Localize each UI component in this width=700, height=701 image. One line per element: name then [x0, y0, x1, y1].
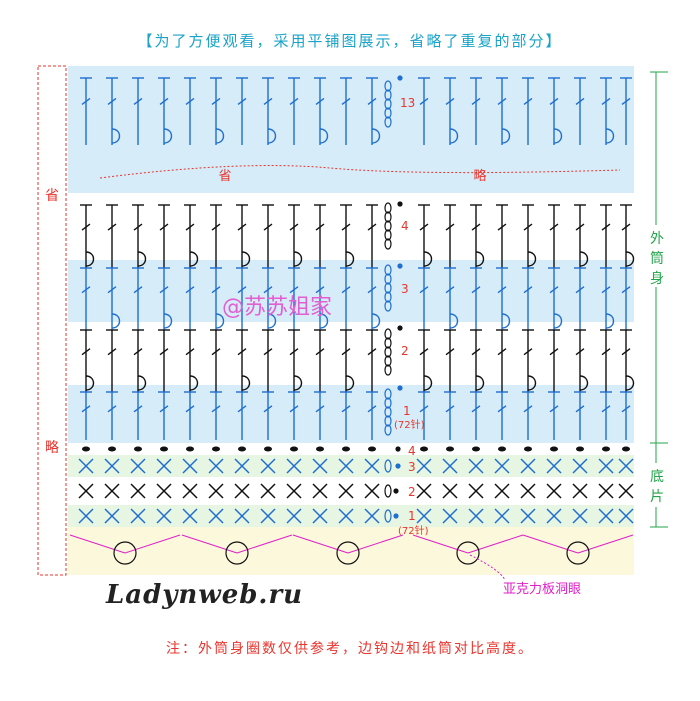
footer-note: 注：外筒身圈数仅供参考，边钩边和纸筒对比高度。	[166, 641, 534, 657]
base-label-1: 底	[650, 469, 664, 485]
row-label-1: 1	[403, 404, 411, 418]
omitted-label-left: 省	[218, 169, 231, 184]
row-1-count: (72针)	[394, 418, 425, 431]
row-label-2: 2	[401, 344, 409, 358]
outer-label-3: 身	[650, 271, 664, 287]
acrylic-band	[68, 527, 634, 575]
base-row-label-2: 2	[408, 485, 416, 499]
stitch-symbols	[69, 75, 635, 565]
base-row-label-1: 1	[408, 509, 416, 523]
row-label-13: 13	[400, 96, 415, 110]
omitted-curve	[99, 165, 621, 179]
site-watermark: Ladynweb.ru	[106, 580, 304, 610]
base-band-1	[68, 505, 634, 527]
row-band-13	[68, 66, 634, 193]
row-band-1	[68, 385, 634, 443]
header-note: 【为了方便观看，采用平铺图展示，省略了重复的部分】	[137, 32, 563, 50]
row-label-4: 4	[401, 219, 409, 233]
row-label-3: 3	[401, 282, 409, 296]
base-row-label-4: 4	[408, 444, 416, 458]
row-band-3	[68, 260, 634, 322]
row-band-4	[68, 196, 634, 264]
annotation-leader	[469, 554, 506, 581]
outer-label-2: 筒	[650, 250, 664, 267]
acrylic-annotation: 亚克力板洞眼	[503, 582, 581, 597]
base-band-3	[68, 455, 634, 477]
omitted-label-right: 略	[473, 168, 486, 184]
bracket-bottom-char: 略	[45, 440, 59, 456]
base-label-2: 片	[650, 489, 664, 505]
brand-watermark: @苏苏姐家	[222, 295, 333, 320]
base-row-1-count: (72针)	[398, 524, 429, 537]
base-row-label-3: 3	[408, 460, 416, 474]
omitted-bracket	[37, 65, 67, 576]
bracket-top-char: 省	[45, 188, 59, 204]
outer-label-1: 外	[650, 231, 664, 247]
